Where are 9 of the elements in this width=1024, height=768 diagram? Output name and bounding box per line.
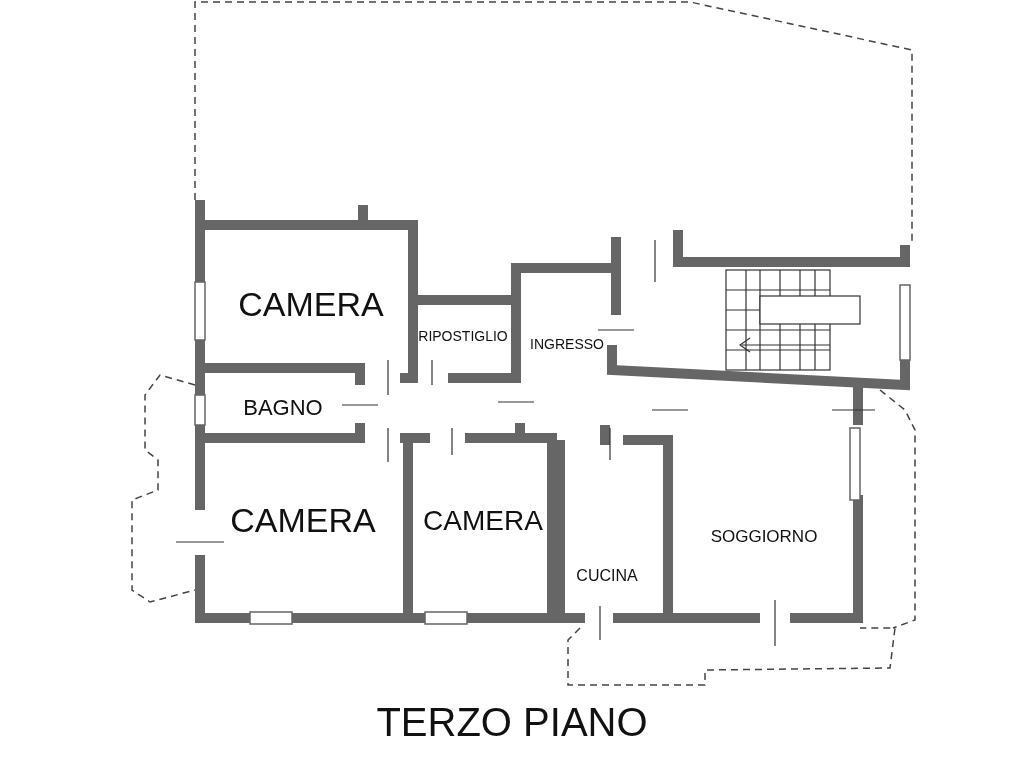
plan-title: TERZO PIANO: [376, 700, 648, 745]
room-label: CAMERA: [238, 286, 384, 324]
room-label: CUCINA: [576, 567, 638, 585]
room-label: INGRESSO: [530, 337, 604, 353]
room-label: RIPOSTIGLIO: [418, 329, 508, 345]
room-label: SOGGIORNO: [710, 527, 818, 547]
room-label: BAGNO: [243, 395, 323, 421]
room-label: CAMERA: [423, 505, 543, 537]
room-label: CAMERA: [230, 502, 376, 540]
